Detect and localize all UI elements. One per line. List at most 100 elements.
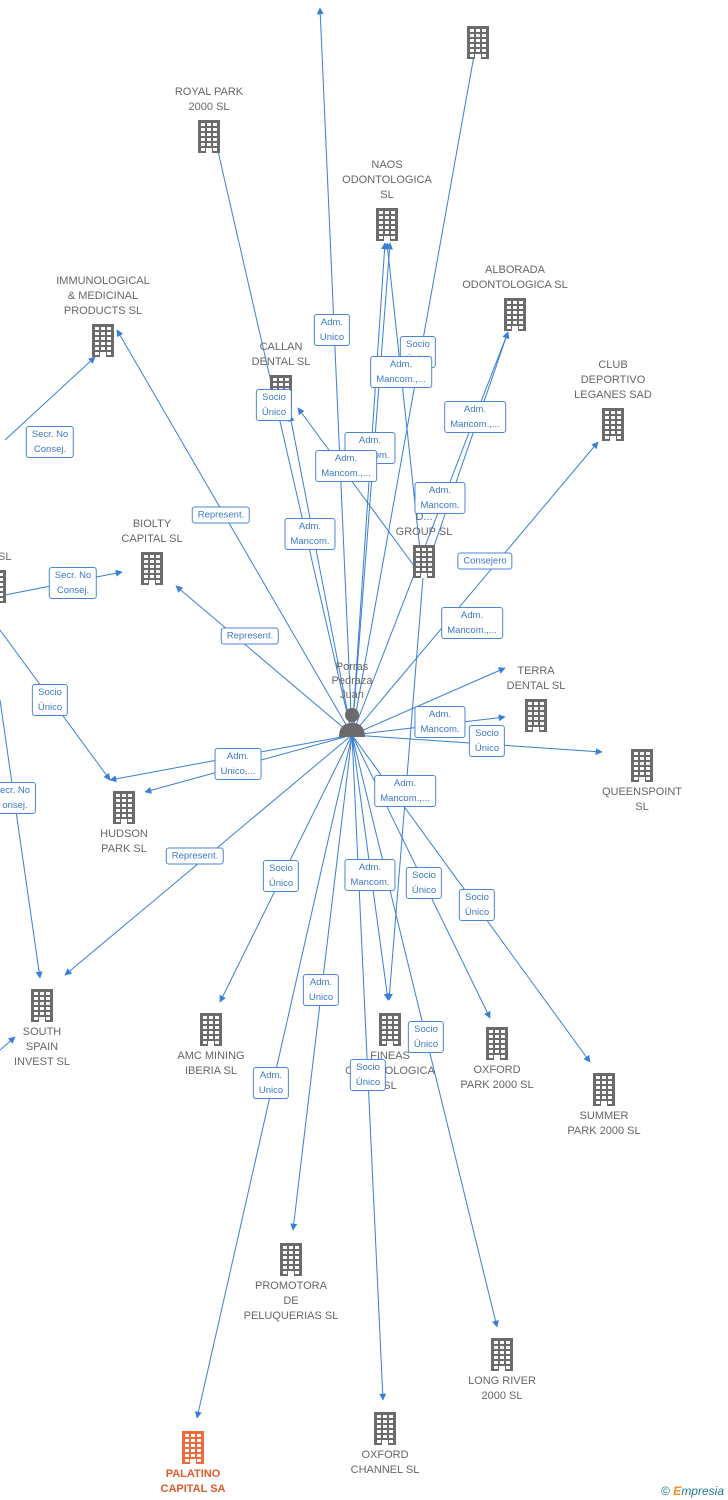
building-icon — [182, 1431, 204, 1464]
role-badge[interactable]: Socio Único — [405, 867, 443, 899]
relationship-edge — [0, 1036, 16, 1051]
role-badge[interactable]: Adm. Mancom.,... — [370, 356, 432, 388]
company-node-biolty[interactable]: BIOLTY CAPITAL SL — [87, 517, 217, 585]
company-name: AMC MINING IBERIA SL — [177, 1050, 245, 1077]
company-node-naos[interactable]: NAOS ODONTOLOGICA SL — [322, 158, 452, 241]
relationship-edge — [297, 407, 424, 579]
relationship-edge — [0, 699, 43, 979]
person-name: Porras Pedraza Juan — [331, 661, 373, 701]
role-badge[interactable]: ecr. No onsej. — [0, 782, 37, 814]
role-badge[interactable]: Secr. No Consej. — [48, 567, 98, 599]
role-badge[interactable]: Adm. Unico — [302, 974, 340, 1006]
building-icon — [504, 298, 526, 331]
company-name: D... GROUP SL — [395, 511, 453, 538]
building-icon — [631, 749, 653, 782]
relationship-edge — [351, 242, 394, 736]
company-node-top-unnamed[interactable] — [413, 25, 543, 62]
company-name: QUEENSPOINT SL — [601, 786, 683, 813]
role-badge[interactable]: Secr. No Consej. — [25, 426, 75, 458]
relationship-edge — [209, 124, 353, 736]
role-badge[interactable]: Adm. Unico,... — [214, 748, 262, 780]
company-name: NAOS ODONTOLOGICA SL — [342, 159, 432, 201]
company-node-amc-mining[interactable]: AMC MINING IBERIA SL — [146, 1012, 276, 1079]
company-name: CALLAN DENTAL SL — [251, 341, 311, 368]
company-name: ALBORADA ODONTOLOGICA SL — [462, 264, 568, 291]
company-node-south-spain[interactable]: SOUTH SPAIN INVEST SL — [0, 988, 107, 1070]
building-icon — [525, 699, 547, 732]
building-icon — [374, 1412, 396, 1445]
role-badge[interactable]: Adm. Mancom. — [414, 482, 466, 514]
brand-footer: © Empresia — [661, 1484, 724, 1498]
building-icon — [467, 26, 489, 59]
relationship-edge — [316, 7, 353, 736]
role-badge[interactable]: Socio Único — [407, 1021, 445, 1053]
building-icon — [280, 1243, 302, 1276]
company-node-immunological[interactable]: IMMUNOLOGICAL & MEDICINAL PRODUCTS SL — [38, 274, 168, 357]
role-badge[interactable]: Adm. Mancom. — [284, 518, 336, 550]
company-node-left-partial-1[interactable]: S ...S SL — [0, 535, 60, 603]
role-badge[interactable]: Socio Único — [468, 725, 506, 757]
role-badge[interactable]: Adm. Mancom.,... — [441, 607, 503, 639]
company-node-summer[interactable]: SUMMER PARK 2000 SL — [539, 1072, 669, 1139]
relationship-edge — [384, 242, 424, 579]
company-node-queenspoint[interactable]: QUEENSPOINT SL — [577, 748, 707, 815]
company-node-palatino[interactable]: PALATINO CAPITAL SA — [128, 1430, 258, 1497]
company-name: TERRA DENTAL SL — [506, 665, 566, 692]
role-badge[interactable]: Adm. Mancom. — [344, 859, 396, 891]
company-name: HUDSON PARK SL — [100, 828, 148, 855]
role-badge[interactable]: Consejero — [457, 552, 513, 570]
role-badge[interactable]: Socio Único — [255, 389, 293, 421]
role-badge[interactable]: Socio Único — [262, 860, 300, 892]
company-name: CLUB DEPORTIVO LEGANES SAD — [574, 359, 652, 401]
building-icon — [491, 1338, 513, 1371]
company-node-promotora[interactable]: PROMOTORA DE PELUQUERIAS SL — [226, 1242, 356, 1324]
building-icon — [113, 791, 135, 824]
company-name: IMMUNOLOGICAL & MEDICINAL PRODUCTS SL — [56, 275, 150, 317]
company-name: OXFORD PARK 2000 SL — [460, 1064, 534, 1091]
relationship-edge — [351, 667, 506, 736]
role-badge[interactable]: Represent. — [165, 847, 225, 865]
role-badge[interactable]: Socio Único — [458, 889, 496, 921]
role-badge[interactable]: Adm. Unico — [252, 1067, 290, 1099]
role-badge[interactable]: Adm. Unico — [313, 314, 351, 346]
role-badge[interactable]: Adm. Mancom.,... — [374, 775, 436, 807]
role-badge[interactable]: Socio Único — [349, 1059, 387, 1091]
building-icon — [200, 1013, 222, 1046]
building-icon — [92, 324, 114, 357]
building-icon — [593, 1073, 615, 1106]
company-name: ROYAL PARK 2000 SL — [174, 86, 244, 113]
company-node-long-river[interactable]: LONG RIVER 2000 SL — [437, 1337, 567, 1404]
role-badge[interactable]: Socio Único — [31, 684, 69, 716]
building-icon — [486, 1027, 508, 1060]
relationship-edge — [4, 356, 96, 441]
role-badge[interactable]: Represent. — [220, 627, 280, 645]
person-icon — [339, 708, 365, 737]
role-badge[interactable]: Represent. — [191, 506, 251, 524]
role-badge[interactable]: Adm. Mancom. — [414, 706, 466, 738]
company-name: SUMMER PARK 2000 SL — [567, 1110, 641, 1137]
company-node-club-deportivo[interactable]: CLUB DEPORTIVO LEGANES SAD — [548, 358, 678, 441]
role-badge[interactable]: Adm. Mancom.,... — [315, 450, 377, 482]
company-name: BIOLTY CAPITAL SL — [121, 518, 183, 545]
company-name: SOUTH SPAIN INVEST SL — [13, 1026, 71, 1068]
company-node-oxford-park[interactable]: OXFORD PARK 2000 SL — [432, 1026, 562, 1093]
relationship-edge — [116, 329, 353, 736]
company-node-d-group[interactable]: D... GROUP SL — [359, 510, 489, 578]
company-node-hudson[interactable]: HUDSON PARK SL — [59, 790, 189, 857]
role-badge[interactable]: Adm. Mancom.,... — [444, 401, 506, 433]
company-name: PALATINO CAPITAL SA — [160, 1468, 226, 1495]
company-name: LONG RIVER 2000 SL — [468, 1375, 536, 1402]
company-node-oxford-channel[interactable]: OXFORD CHANNEL SL — [320, 1411, 450, 1478]
building-icon — [0, 570, 6, 603]
company-node-alborada[interactable]: ALBORADA ODONTOLOGICA SL — [450, 263, 580, 331]
company-name: PROMOTORA DE PELUQUERIAS SL — [243, 1280, 339, 1322]
building-icon — [376, 208, 398, 241]
relationship-edge — [422, 331, 510, 579]
building-icon — [602, 408, 624, 441]
center-person[interactable]: Porras Pedraza Juan — [312, 660, 392, 738]
company-node-royal-park[interactable]: ROYAL PARK 2000 SL — [144, 85, 274, 153]
relationship-edge — [351, 242, 389, 736]
brand-initial: E — [673, 1484, 682, 1498]
company-node-terra[interactable]: TERRA DENTAL SL — [471, 664, 601, 732]
relationship-edge — [287, 414, 353, 736]
